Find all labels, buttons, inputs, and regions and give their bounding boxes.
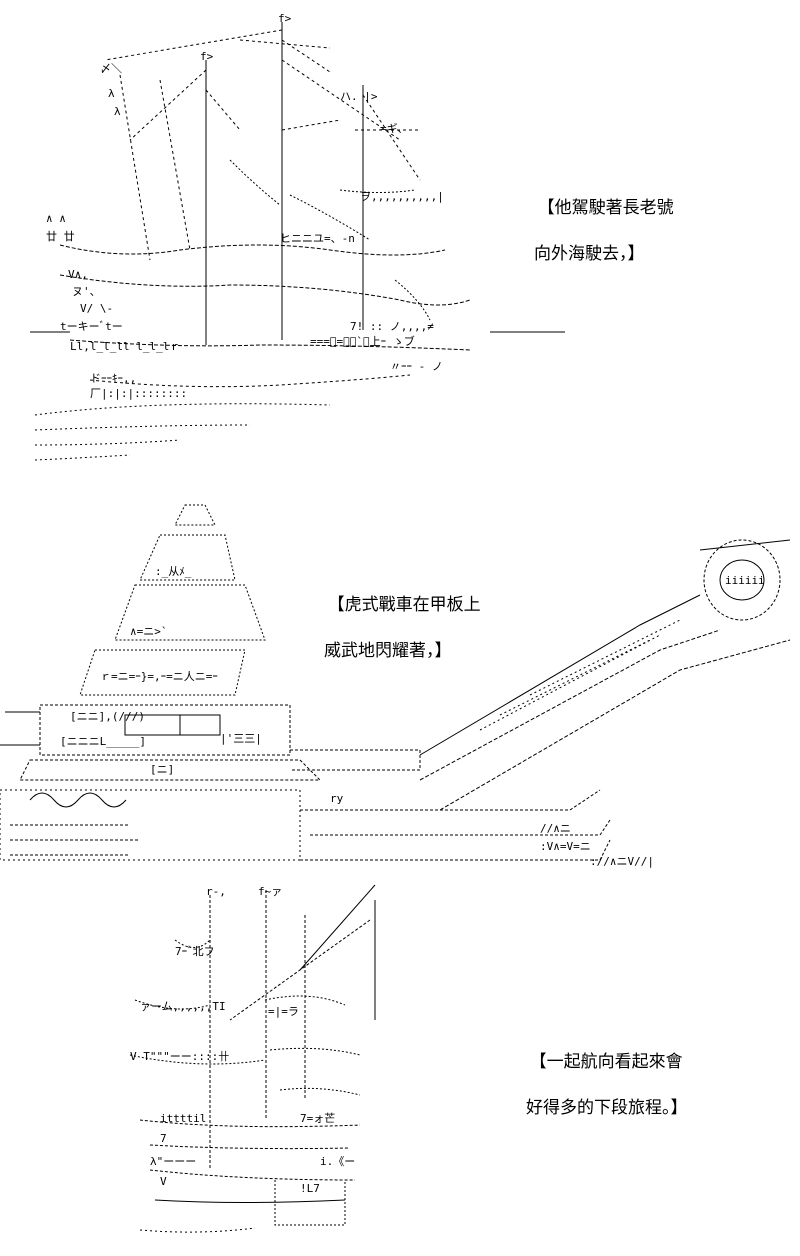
svg-text:r-,: r-, — [206, 885, 226, 898]
caption-line-1: 【虎式戰車在甲板上 — [327, 595, 481, 615]
svg-text:f~ァ: f~ァ — [258, 885, 282, 898]
svg-text:=ギ、: =ギ、 — [380, 122, 408, 135]
svg-text:ァーム,,,,,,TI: ァーム,,,,,,TI — [140, 1000, 226, 1013]
caption-line-2: 向外海駛去，】 — [534, 244, 645, 264]
caption-line-2: 威武地閃耀著，】 — [324, 641, 452, 661]
svg-text:f>: f> — [278, 12, 292, 25]
svg-text:V T"""ーー::::卄: V T"""ーー::::卄 — [130, 1050, 229, 1063]
caption-ship-sailing-away: 【一起航向看起來會 好得多的下段旅程。】 — [508, 1028, 688, 1166]
svg-text:ittttil: ittttil — [160, 1112, 206, 1125]
svg-text:tーキーﾞtー: tーキーﾞtー — [60, 320, 123, 333]
svg-text:[ニニ],(///): [ニニ],(///) — [70, 710, 145, 723]
caption-line-2: 好得多的下段旅程。】 — [526, 1098, 688, 1118]
panel-ship-sailing-away: r-, f~ァ 7ｰﾞ北フ ァーム,,,,,,TI =|=ラ V T"""ーー:… — [0, 880, 800, 1256]
svg-text:λ: λ — [114, 105, 121, 118]
caption-tank-on-deck: 【虎式戰車在甲板上 威武地閃耀著，】 — [306, 571, 481, 709]
svg-text::V∧=V=ニ: :V∧=V=ニ — [540, 840, 591, 853]
svg-text:λ"ーーー: λ"ーーー — [150, 1155, 196, 1168]
svg-text:λ: λ — [108, 87, 115, 100]
svg-text:|'三三|: |'三三| — [220, 732, 262, 745]
caption-line-1: 【一起航向看起來會 — [529, 1052, 683, 1072]
svg-text:∧ ∧: ∧ ∧ — [46, 212, 66, 225]
svg-text:ｒ=ニ=ｰ}=,ｰ=ニ人ニ=ｰ: ｒ=ニ=ｰ}=,ｰ=ニ人ニ=ｰ — [100, 670, 218, 683]
svg-text:7: 7 — [160, 1132, 167, 1145]
svg-text:〃ｰｰ - ノ: 〃ｰｰ - ノ — [390, 360, 443, 373]
svg-text:[ニ]: [ニ] — [150, 763, 174, 776]
svg-text:〆＼: 〆＼ — [100, 62, 122, 75]
svg-text:7=ォ芒: 7=ォ芒 — [300, 1112, 335, 1125]
svg-text:i.《ー: i.《ー — [320, 1155, 355, 1168]
panel-tank-on-deck: :_从ﾒ_ ∧=ニ>` ｒ=ニ=ｰ}=,ｰ=ニ人ニ=ｰ [ニニ],(///) [… — [0, 480, 800, 880]
svg-text:Ll,l_l_ll l_l_lｒ: Ll,l_l_ll l_l_lｒ — [70, 340, 180, 353]
svg-text:ヒニニユ=、-n: ヒニニユ=、-n — [280, 232, 355, 245]
svg-text:∧=ニ>`: ∧=ニ>` — [130, 625, 168, 638]
svg-text:V∧,: V∧, — [68, 268, 88, 281]
caption-line-1: 【他駕駛著長老號 — [537, 198, 674, 218]
svg-text:!L7: !L7 — [300, 1182, 320, 1195]
panel-ship-departure: f> f> 〆＼ λ λ ハ. |> =ギ、 ∧ ∧ 廿 廿 ヒニニユ=、-n … — [0, 0, 800, 480]
ascii-art-sailing-ship: f> f> 〆＼ λ λ ハ. |> =ギ、 ∧ ∧ 廿 廿 ヒニニユ=、-n … — [30, 12, 565, 461]
svg-text:廿 廿: 廿 廿 — [46, 230, 75, 243]
svg-text:V/ \-: V/ \- — [80, 302, 113, 315]
svg-text:iiiiii: iiiiii — [725, 574, 765, 587]
svg-text:厂|:|:|::::::::: 厂|:|:|:::::::: — [90, 387, 187, 400]
caption-ship-departure: 【他駕駛著長老號 向外海駛去，】 — [516, 174, 674, 312]
svg-text:ハ. |>: ハ. |> — [340, 90, 378, 103]
svg-text:7! :: ノ,,,,≠: 7! :: ノ,,,,≠ — [350, 320, 434, 333]
svg-text:://∧ニV//|: ://∧ニV//| — [590, 855, 654, 868]
svg-text::_从ﾒ_: :_从ﾒ_ — [155, 565, 192, 578]
svg-text:[ニニニL_____]: [ニニニL_____] — [60, 735, 146, 748]
svg-text:ヲ,,,,,,,,,,|: ヲ,,,,,,,,,,| — [360, 190, 444, 203]
svg-text:===ﾞ=ーｰ`ｰ上ｰ ゝブ: ===ﾞ=ーｰ`ｰ上ｰ ゝブ — [310, 334, 415, 348]
svg-text:V: V — [160, 1175, 167, 1188]
ascii-art-tiger-tank: :_从ﾒ_ ∧=ニ>` ｒ=ニ=ｰ}=,ｰ=ニ人ニ=ｰ [ニニ],(///) [… — [0, 504, 791, 868]
svg-text:ry: ry — [330, 792, 344, 805]
svg-text:=|=ラ: =|=ラ — [268, 1005, 299, 1018]
ascii-art-ship-stern: r-, f~ァ 7ｰﾞ北フ ァーム,,,,,,TI =|=ラ V T"""ーー:… — [129, 884, 376, 1233]
svg-text:f>: f> — [200, 50, 214, 63]
svg-text:ドｰｰｷｰ,,: ドｰｰｷｰ,, — [90, 372, 136, 385]
svg-text:ヌ'、: ヌ'、 — [72, 285, 101, 298]
svg-text:7ｰﾞ北フ: 7ｰﾞ北フ — [175, 945, 215, 958]
svg-text://∧ニ: //∧ニ — [540, 822, 571, 835]
